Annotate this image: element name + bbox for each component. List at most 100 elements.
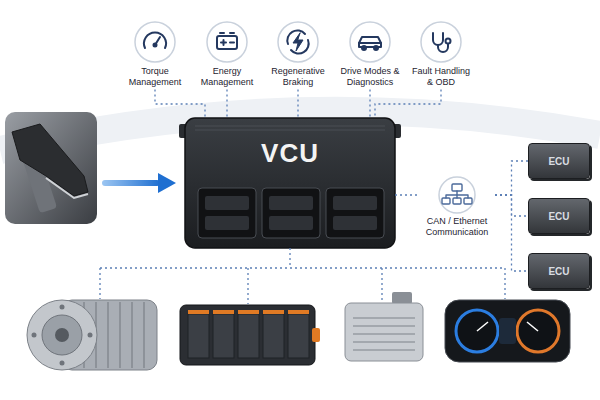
- bus-bar: [213, 310, 234, 314]
- bus-bar: [238, 310, 259, 314]
- function-node: Energy Management: [194, 20, 260, 90]
- icon-circle: [439, 177, 475, 213]
- motor-shaft: [55, 328, 69, 342]
- pin-row: [269, 216, 313, 230]
- vcu-label: VCU: [185, 138, 395, 169]
- function-label: Energy Management: [195, 66, 259, 88]
- housing-body: [185, 118, 395, 248]
- pin-row: [205, 196, 249, 210]
- stethoscope-tube: [433, 33, 443, 45]
- dotted-connector: [495, 195, 528, 271]
- component-wires: [100, 248, 505, 304]
- function-label: Fault Handling & OBD: [409, 66, 473, 88]
- speed-dial: [456, 310, 498, 352]
- bus-bar: [263, 310, 284, 314]
- gauge-hub: [154, 44, 157, 47]
- terminal: [312, 328, 320, 342]
- regen-icon: [287, 30, 308, 53]
- dotted-connector: [495, 161, 528, 195]
- shoe: [12, 124, 88, 196]
- center-screen: [499, 318, 516, 344]
- motor: [27, 300, 157, 370]
- battery-icon: [217, 33, 237, 49]
- vcu-housing: [179, 118, 401, 248]
- network-box: [442, 198, 450, 204]
- ecu-box: ECU: [528, 198, 590, 234]
- motor-hub: [42, 315, 82, 355]
- cluster-body: [445, 300, 570, 362]
- motor-end-cap: [27, 300, 97, 370]
- car-icon: [359, 37, 381, 50]
- network-box: [464, 198, 472, 204]
- socket: [262, 188, 320, 238]
- cell: [238, 314, 259, 358]
- icon-circle: [278, 22, 318, 62]
- battery-pack: [180, 305, 320, 365]
- network-lines: [446, 191, 468, 198]
- bus-bar: [188, 310, 209, 314]
- car-body: [359, 37, 381, 47]
- wheel: [362, 46, 366, 50]
- network-node: CAN / Ethernet Communication: [419, 176, 495, 240]
- function-node: Drive Modes & Diagnostics: [337, 20, 403, 90]
- pack-base: [180, 305, 315, 365]
- inverter-fins: [353, 318, 415, 350]
- needle: [477, 322, 488, 331]
- function-label: Regenerative Braking: [266, 66, 330, 88]
- inverter-connector: [392, 292, 412, 304]
- icon-circle: [421, 22, 461, 62]
- photo-frame: [5, 112, 97, 224]
- cells: [188, 314, 309, 358]
- dotted-connector: [395, 194, 419, 195]
- dotted-connector: [297, 90, 298, 118]
- gauge-icon: [144, 32, 166, 48]
- ecu-label: ECU: [548, 211, 569, 222]
- pin-row: [333, 216, 377, 230]
- battery-marks: [220, 33, 234, 45]
- stethoscope-icon: [433, 33, 451, 52]
- stethoscope-tube: [438, 44, 448, 52]
- dotted-connector: [155, 90, 205, 118]
- cell: [288, 314, 309, 358]
- pedal-photo: [5, 112, 97, 224]
- bolt: [293, 33, 303, 51]
- icon-circle: [207, 22, 247, 62]
- dotted-connector: [375, 90, 441, 118]
- input-arrow: [102, 173, 176, 193]
- power-dial: [517, 310, 559, 352]
- pin-row: [333, 196, 377, 210]
- ecu-box: ECU: [528, 143, 590, 179]
- needle: [527, 322, 538, 331]
- car-window-line: [359, 42, 381, 44]
- pin-row: [269, 196, 313, 210]
- bus-bars: [188, 310, 320, 342]
- wheel: [374, 46, 378, 50]
- dotted-connector: [369, 90, 370, 118]
- inverter-body: [345, 303, 423, 361]
- cell: [263, 314, 284, 358]
- inverter: [345, 292, 423, 361]
- stethoscope-bell: [446, 39, 451, 44]
- ecu-box: ECU: [528, 253, 590, 289]
- arrow-head: [158, 173, 176, 193]
- housing-ribs: [195, 126, 385, 130]
- bus-bar: [288, 310, 309, 314]
- connector-sockets: [198, 188, 384, 238]
- network-box: [452, 184, 462, 191]
- vcu-unit: VCU: [185, 118, 395, 248]
- network-icon: [442, 184, 472, 204]
- bolt: [32, 333, 37, 338]
- ecu-label: ECU: [548, 156, 569, 167]
- function-label: Drive Modes & Diagnostics: [338, 66, 402, 88]
- socket: [198, 188, 256, 238]
- socket: [326, 188, 384, 238]
- network-box: [453, 198, 461, 204]
- dotted-connector: [226, 90, 227, 118]
- socket-pins: [205, 196, 377, 230]
- ecu-label: ECU: [548, 266, 569, 277]
- function-node: Fault Handling & OBD: [408, 20, 474, 90]
- pin-row: [205, 216, 249, 230]
